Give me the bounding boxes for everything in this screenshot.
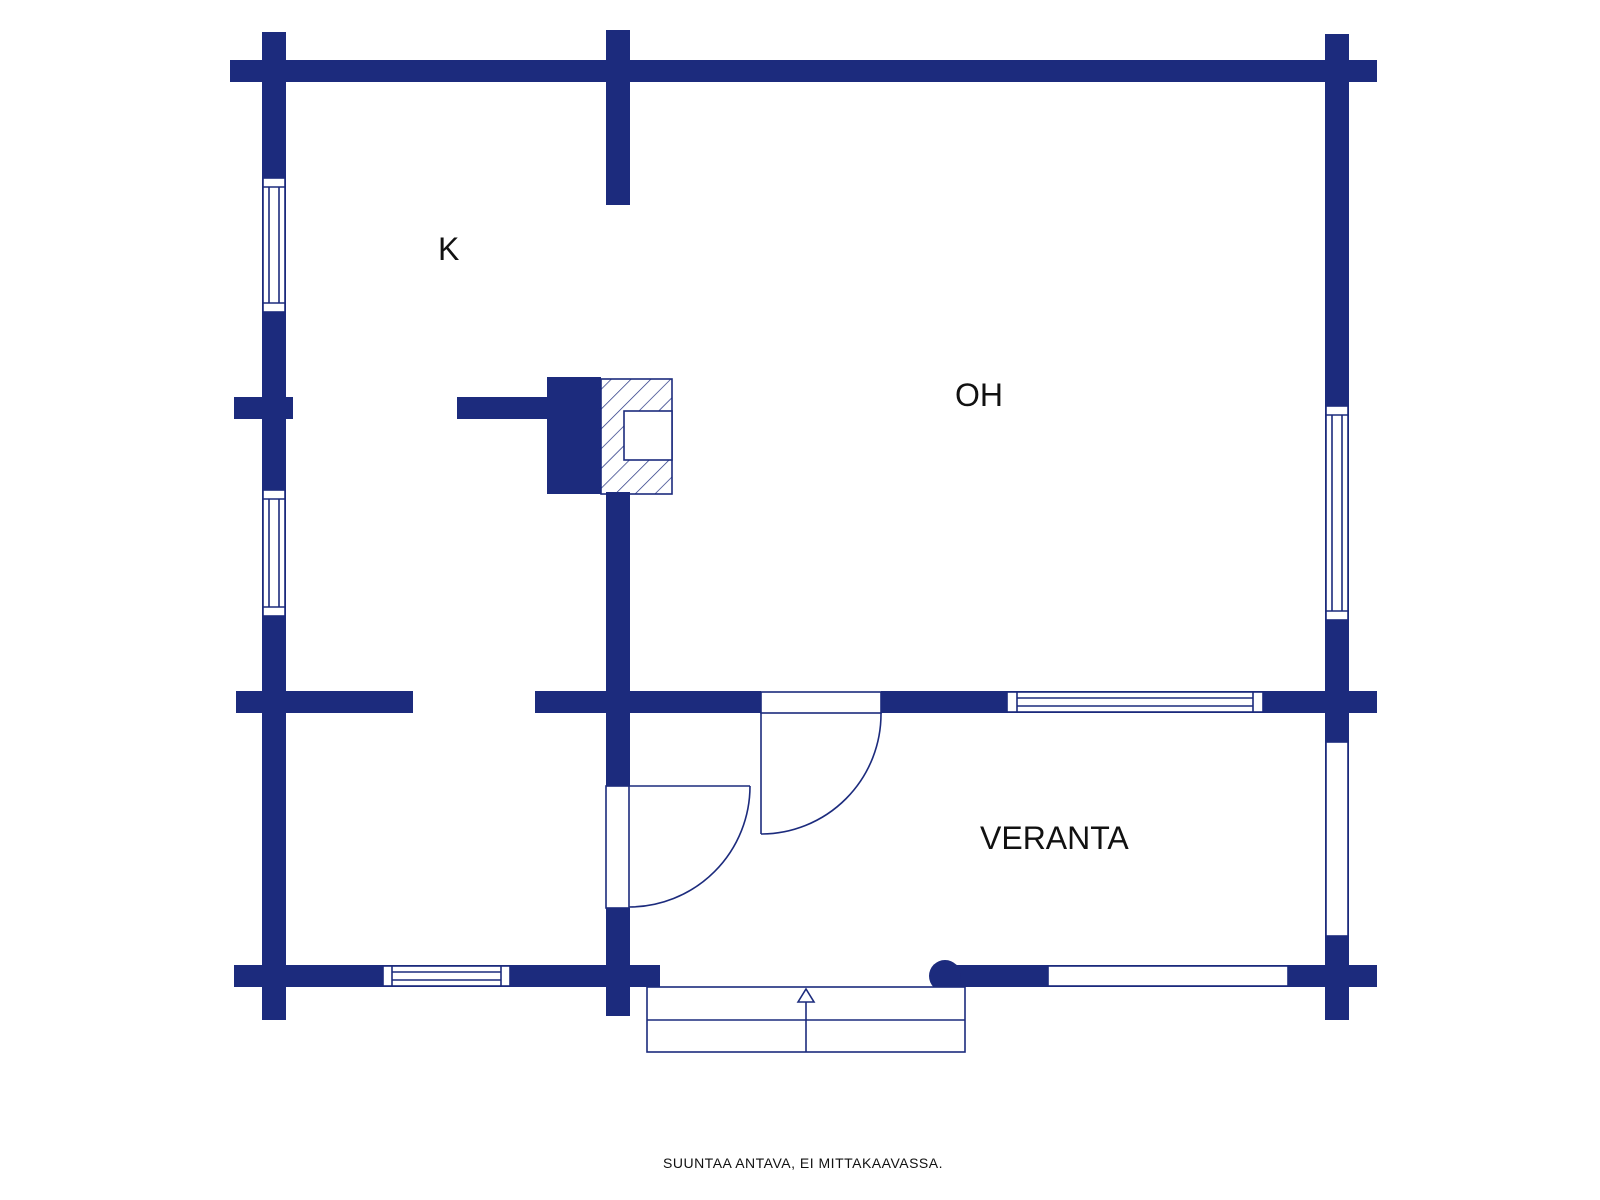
veranta-post: [929, 960, 961, 992]
fireplace: [600, 378, 673, 495]
walls: [230, 30, 1377, 1020]
room-label-k: K: [438, 231, 459, 267]
wall-partition-vertical: [606, 492, 630, 1016]
room-label-oh: OH: [955, 377, 1003, 413]
wall-partition-top-stub: [606, 30, 630, 205]
fireplace-firebox: [623, 410, 673, 461]
window-bottom-right: [1047, 965, 1289, 987]
door-middle: [760, 691, 882, 835]
windows: [262, 177, 1349, 987]
opening-middle-doorway: [413, 691, 535, 713]
door-partition: [605, 785, 751, 909]
chimney-block: [547, 377, 601, 494]
entrance-steps: [646, 986, 966, 1053]
entrance-arrow-icon: [796, 987, 816, 1003]
window-middle: [1006, 691, 1264, 713]
window-bottom-left: [382, 965, 511, 987]
window-left-lower: [262, 489, 286, 617]
window-right-veranta: [1325, 741, 1349, 937]
window-left-upper: [262, 177, 286, 313]
room-label-veranta: VERANTA: [980, 820, 1129, 856]
opening-k-doorway: [293, 397, 457, 419]
wall-top: [230, 60, 1377, 82]
disclaimer-note: SUUNTAA ANTAVA, EI MITTAKAAVASSA.: [663, 1155, 943, 1171]
window-right: [1325, 405, 1349, 621]
doors: [605, 691, 882, 909]
